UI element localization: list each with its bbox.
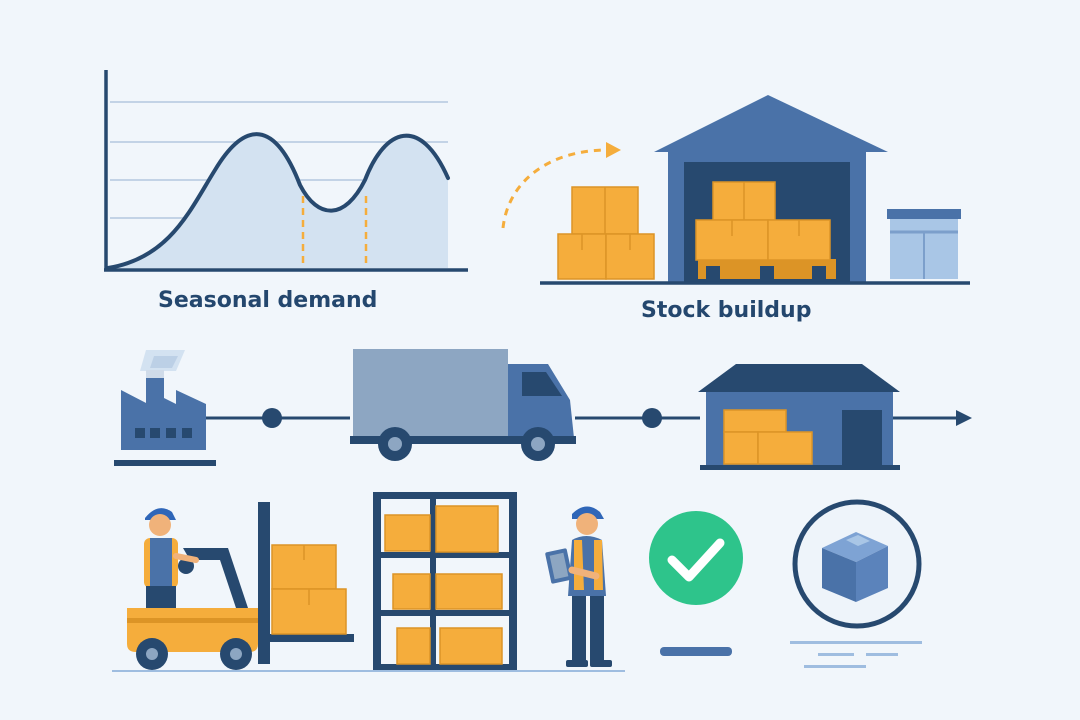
demand-curve [106,132,450,270]
flow-node [262,408,282,428]
small-warehouse-icon [698,364,900,470]
worker-icon [545,506,612,667]
flow-arrow-icon [206,408,972,428]
storage-rack-icon [373,492,517,671]
move-arrow-icon [501,142,621,229]
warehouse-door [842,410,882,466]
clipboard-icon [545,548,573,584]
crate-stack-icon [557,186,655,280]
delivery-truck-icon [350,349,576,461]
worker-icon [144,508,199,608]
forklift-icon [127,502,354,670]
demand-area [108,134,448,268]
pallet-crates [695,181,836,279]
factory-icon [114,350,216,466]
storage-bin-icon [887,209,961,279]
warehouse-icon [654,95,888,282]
forklift-cage [183,548,248,608]
truck-cargo-box [353,349,508,439]
status-bar [660,647,732,656]
seasonal-demand-chart-icon [104,70,468,272]
placeholder-text-lines [790,641,922,668]
forklift-forks [266,634,354,642]
truck-window [522,372,562,396]
flow-arrowhead [956,410,972,426]
stock-buildup-caption: Stock buildup [641,298,812,323]
inventory-box-badge-icon [790,499,922,668]
forklift-mast [258,502,270,664]
warehouse-roof [654,95,888,152]
crate-stack-icon [271,544,347,635]
flow-node [642,408,662,428]
checkmark-badge-icon [649,511,743,656]
seasonal-demand-caption: Seasonal demand [158,288,378,313]
